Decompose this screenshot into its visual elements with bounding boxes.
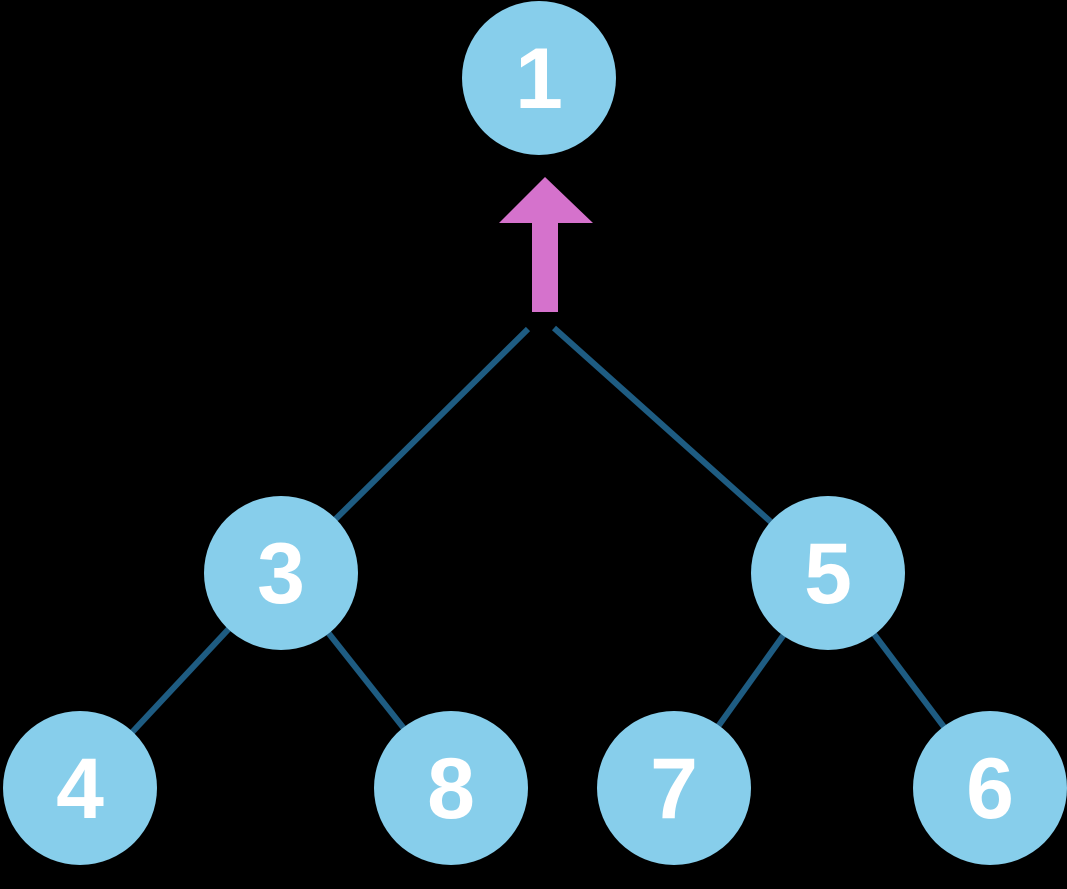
node-7: 7 [597,711,751,865]
node-8: 8 [374,711,528,865]
node-5-circle [751,496,905,650]
node-1-circle [462,1,616,155]
node-5: 5 [751,496,905,650]
node-3-circle [204,496,358,650]
node-1-label: 1 [515,31,563,127]
node-7-label: 7 [650,741,698,837]
node-1: 1 [462,1,616,155]
node-5-label: 5 [804,526,852,622]
node-4: 4 [3,711,157,865]
node-6-label: 6 [966,741,1014,837]
node-4-circle [3,711,157,865]
node-6-circle [913,711,1067,865]
node-4-label: 4 [56,741,104,837]
node-3-label: 3 [257,526,305,622]
node-6: 6 [913,711,1067,865]
node-7-circle [597,711,751,865]
node-8-label: 8 [427,741,475,837]
node-3: 3 [204,496,358,650]
up-arrow-icon [499,177,593,312]
node-8-circle [374,711,528,865]
